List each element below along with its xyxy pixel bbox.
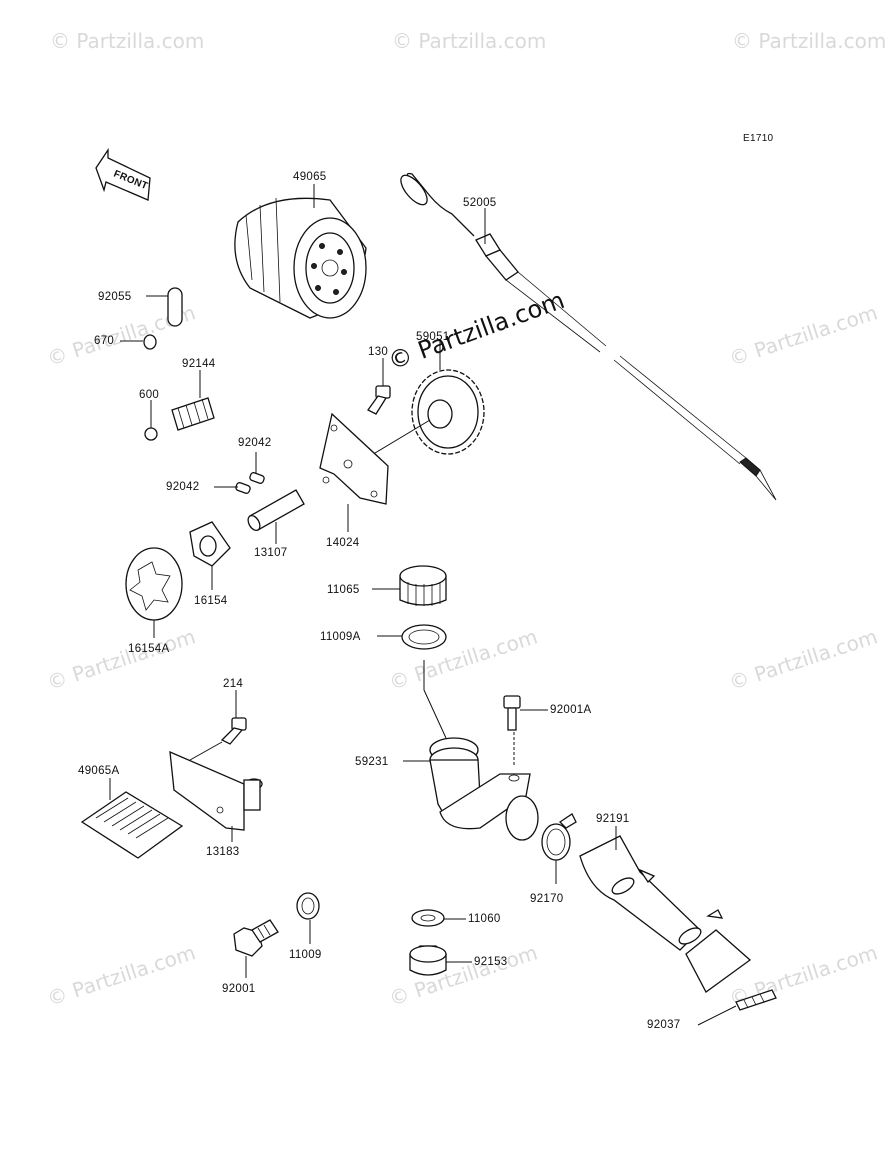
watermark: © Partzilla.com	[386, 940, 540, 1011]
callout-plug: 92153	[474, 956, 507, 968]
gasket-11009a	[377, 624, 447, 690]
watermark: © Partzilla.com	[44, 940, 198, 1011]
shaft	[247, 489, 305, 544]
pins	[214, 452, 265, 494]
watermark: © Partzilla.com	[732, 29, 886, 53]
dipstick	[400, 172, 777, 501]
callout-ball: 600	[139, 389, 159, 401]
pump-body	[189, 521, 231, 590]
watermark: © Partzilla.com	[726, 624, 880, 695]
bolt-92001a	[503, 695, 548, 766]
cap	[372, 565, 447, 606]
screen	[80, 778, 184, 859]
filler-neck	[403, 689, 539, 841]
callout-bolt-92001a: 92001A	[550, 704, 591, 716]
rotor	[125, 547, 183, 638]
clamp-92037	[697, 989, 777, 1026]
callout-bolt-130: 130	[368, 346, 388, 358]
o-ring-92055	[167, 287, 183, 327]
clamp-92170	[541, 813, 577, 884]
callout-o-ring-92055: 92055	[98, 291, 131, 303]
plug	[409, 945, 472, 976]
callout-pin-upper: 92042	[238, 437, 271, 449]
callout-bolt-214: 214	[223, 678, 243, 690]
callout-gear: 59051	[416, 331, 449, 343]
watermark-layer: © Partzilla.com © Partzilla.com © Partzi…	[44, 29, 886, 1011]
spring	[171, 370, 215, 431]
gear	[369, 340, 485, 457]
callout-spring: 92144	[182, 358, 216, 370]
bolt-214	[189, 690, 247, 761]
watermark-center: © Partzilla.com	[384, 286, 568, 376]
callout-o-ring-670: 670	[94, 335, 114, 347]
callout-shaft: 13107	[254, 547, 287, 559]
callout-gasket-11009: 11009	[289, 949, 322, 961]
hose	[579, 826, 752, 993]
callout-pin-lower: 92042	[166, 481, 199, 493]
callout-filler-neck: 59231	[355, 756, 388, 768]
bracket	[169, 750, 263, 842]
watermark: © Partzilla.com	[44, 624, 198, 695]
diagram-code: E1710	[743, 133, 774, 144]
washer-11060	[411, 909, 466, 927]
bolt-130	[367, 358, 391, 415]
callout-gasket-11009a: 11009A	[320, 631, 361, 643]
callout-bracket: 13183	[206, 846, 239, 858]
front-arrow-icon: FRONT	[95, 147, 151, 201]
callout-washer-11060: 11060	[468, 913, 501, 925]
callout-cap: 11065	[327, 584, 360, 596]
callout-dipstick: 52005	[463, 197, 496, 209]
o-ring-670	[143, 334, 157, 350]
callout-clamp-92170: 92170	[530, 893, 563, 905]
cover	[319, 412, 389, 532]
gasket-11009	[296, 892, 320, 944]
callout-cover: 14024	[326, 537, 360, 549]
callout-clamp-92037: 92037	[647, 1019, 680, 1031]
callout-screen: 49065A	[78, 765, 119, 777]
callout-rotor: 16154A	[128, 643, 169, 655]
drain-bolt	[233, 919, 279, 978]
callout-drain-bolt: 92001	[222, 983, 255, 995]
watermark: © Partzilla.com	[392, 29, 546, 53]
oil-filter	[234, 184, 367, 319]
watermark: © Partzilla.com	[726, 300, 880, 371]
callout-hose: 92191	[596, 813, 629, 825]
callout-oil-filter: 49065	[293, 171, 326, 183]
ball	[144, 427, 158, 441]
callout-pump-body: 16154	[194, 595, 228, 607]
watermark: © Partzilla.com	[50, 29, 204, 53]
